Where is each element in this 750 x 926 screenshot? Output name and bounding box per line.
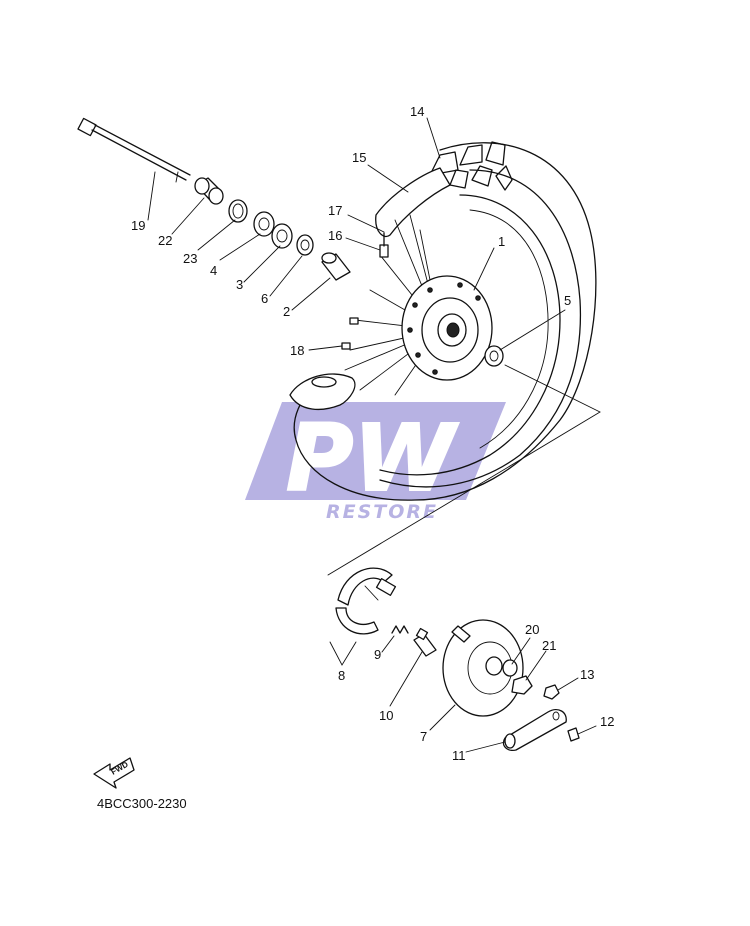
- fwd-arrow-icon: FWD: [93, 757, 135, 789]
- oil-seal: [484, 345, 504, 367]
- wheel-hub: [401, 275, 493, 381]
- label-22: 22: [158, 233, 172, 248]
- leader-lines: [147, 117, 597, 753]
- label-23: 23: [183, 251, 197, 266]
- label-1: 1: [498, 234, 505, 249]
- label-10: 10: [379, 708, 393, 723]
- label-12: 12: [600, 714, 614, 729]
- label-3: 3: [236, 277, 243, 292]
- label-16: 16: [328, 228, 342, 243]
- label-2: 2: [283, 304, 290, 319]
- label-11: 11: [452, 748, 466, 763]
- axle-head: [77, 117, 97, 137]
- brake-arm: [502, 708, 567, 752]
- axle-set: [77, 117, 351, 281]
- watermark-logo: PW RESTORE: [245, 402, 506, 523]
- label-7: 7: [420, 729, 427, 744]
- label-18: 18: [290, 343, 304, 358]
- label-4: 4: [210, 263, 217, 278]
- label-14: 14: [410, 104, 424, 119]
- label-15: 15: [352, 150, 366, 165]
- label-21: 21: [542, 638, 556, 653]
- label-8: 8: [338, 668, 345, 683]
- spoke-nipples: [341, 317, 359, 350]
- label-17: 17: [328, 203, 342, 218]
- label-20: 20: [525, 622, 539, 637]
- brake-assembly: [329, 567, 580, 752]
- watermark-banner: [245, 402, 506, 500]
- label-6: 6: [261, 291, 268, 306]
- diagram-code: 4BCC300-2230: [97, 796, 187, 811]
- rim-band-cut: [289, 373, 356, 411]
- label-9: 9: [374, 647, 381, 662]
- brake-shoe-plate: [442, 619, 524, 717]
- part-labels: 1 2 3 4 5 6 7 8 9 10 11 12 13 14 15 16 1…: [131, 104, 614, 763]
- wheel-tire-assembly: [289, 141, 601, 576]
- valve-nut: [379, 244, 389, 258]
- inner-tube: [375, 167, 451, 238]
- brake-shoe-upper: [337, 567, 393, 606]
- label-19: 19: [131, 218, 145, 233]
- label-5: 5: [564, 293, 571, 308]
- brake-shoe-lower: [335, 607, 379, 635]
- label-13: 13: [580, 667, 594, 682]
- watermark-mark: PW: [286, 405, 459, 512]
- watermark-subtitle: RESTORE: [326, 501, 438, 523]
- tire-tread: [429, 141, 513, 191]
- brake-spring: [391, 625, 409, 634]
